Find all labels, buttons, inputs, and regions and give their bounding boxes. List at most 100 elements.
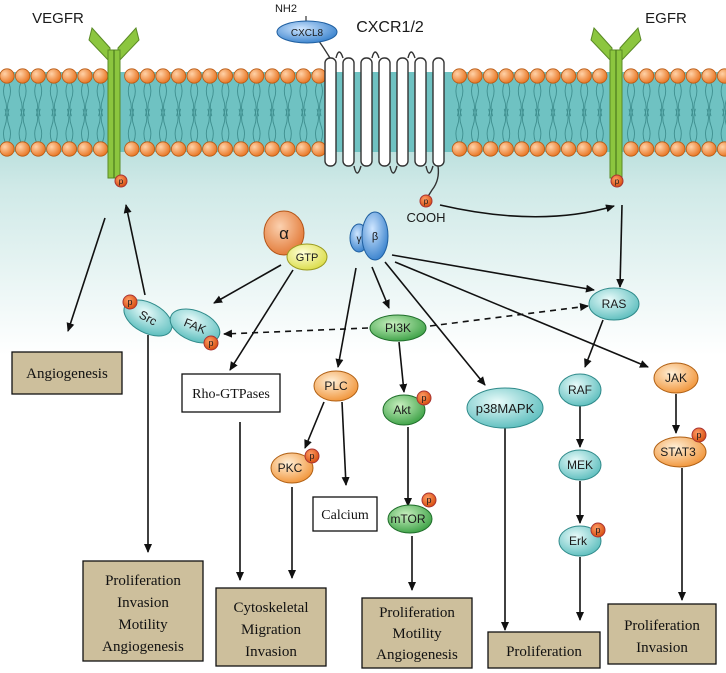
lipid-head xyxy=(295,68,311,84)
lipid-head xyxy=(451,68,467,84)
arrow-g-ras xyxy=(391,254,595,293)
lipid-tail xyxy=(3,83,11,117)
pkc-label: PKC xyxy=(278,461,303,475)
lipid-head xyxy=(623,141,639,157)
lipid-head xyxy=(77,68,93,84)
g-beta-subunit xyxy=(361,211,389,261)
arrow-gtp-rho xyxy=(229,269,294,371)
svg-text:p: p xyxy=(615,177,620,186)
cooh-label: COOH xyxy=(407,210,446,225)
svg-text:p: p xyxy=(208,338,213,348)
lipid-head xyxy=(155,141,171,157)
lipid-tail xyxy=(96,108,105,142)
outcome-box1: Proliferation Invasion Motility Angiogen… xyxy=(82,560,204,662)
lipid-head xyxy=(171,141,187,157)
p38-label: p38MAPK xyxy=(476,401,535,416)
phospho-egfr: p xyxy=(610,174,624,188)
lipid-tail xyxy=(159,108,167,142)
svg-text:p: p xyxy=(426,495,431,505)
egfr-label: EGFR xyxy=(645,10,687,27)
svg-text:p: p xyxy=(696,430,701,440)
vegfr-receptor xyxy=(88,26,140,179)
pi3k-label: PI3K xyxy=(385,321,411,335)
lipid-tail xyxy=(190,108,199,142)
lipid-head xyxy=(217,141,233,157)
ras-label: RAS xyxy=(602,297,627,311)
mtor-label: mTOR xyxy=(390,512,425,526)
node-jak: JAK xyxy=(653,362,699,394)
lipid-head xyxy=(498,141,514,157)
lipid-head xyxy=(592,68,608,84)
lipid-tail xyxy=(564,83,573,117)
lipid-head xyxy=(560,141,577,157)
box1-line2: Invasion xyxy=(117,595,169,611)
box2-line1: Cytoskeletal xyxy=(234,600,309,616)
lipid-head xyxy=(202,68,218,84)
lipid-tail xyxy=(159,83,167,117)
outcome-box4: Proliferation xyxy=(487,631,601,669)
lipid-head xyxy=(545,68,561,84)
lipid-head xyxy=(139,141,155,157)
lipid-tail xyxy=(283,83,292,117)
node-p38mapk: p38MAPK xyxy=(466,387,544,429)
node-pkc: PKC p xyxy=(270,448,320,484)
box2-line3: Invasion xyxy=(245,644,297,660)
lipid-head xyxy=(249,68,265,84)
arrow-g-plc xyxy=(335,267,357,368)
lipid-tail xyxy=(564,108,573,142)
box5-line2: Invasion xyxy=(636,640,688,656)
node-fak: FAK p xyxy=(169,308,221,351)
svg-text:p: p xyxy=(421,393,426,403)
lipid-tail xyxy=(627,83,635,117)
vegfr-label: VEGFR xyxy=(32,10,84,27)
lipid-head xyxy=(701,141,717,157)
lipid-tail xyxy=(174,83,183,117)
node-akt: Akt p xyxy=(382,390,432,426)
lipid-tail xyxy=(143,108,152,142)
lipid-tail xyxy=(34,83,43,117)
lipid-head xyxy=(186,141,202,157)
lipid-tail xyxy=(283,108,292,142)
lipid-tail xyxy=(237,108,245,142)
lipid-head xyxy=(15,141,31,157)
lipid-head xyxy=(295,141,311,157)
lipid-tail xyxy=(268,83,277,117)
svg-text:p: p xyxy=(595,525,600,535)
lipid-head xyxy=(217,68,233,84)
lipid-tail xyxy=(689,108,698,142)
beta-label: β xyxy=(372,231,378,243)
cxcl8-label: CXCL8 xyxy=(291,28,324,39)
egfr-receptor xyxy=(590,26,642,179)
lipid-tail xyxy=(174,108,183,142)
lipid-head xyxy=(202,141,218,157)
lipid-head xyxy=(280,141,296,157)
lipid-tail xyxy=(49,83,58,117)
lipid-tail xyxy=(3,108,11,142)
lipid-head xyxy=(186,68,202,84)
lipid-tail xyxy=(533,83,542,117)
outcome-box3: Proliferation Motility Angiogenesis xyxy=(361,597,473,669)
box3-line2: Motility xyxy=(392,626,442,642)
lipid-tail xyxy=(486,83,495,117)
lipid-tail xyxy=(720,83,726,117)
lipid-head xyxy=(264,141,280,157)
lipid-head xyxy=(592,141,608,157)
lipid-tail xyxy=(205,108,214,142)
lipid-tail xyxy=(627,108,635,142)
lipid-head xyxy=(623,68,639,84)
lipid-tail xyxy=(81,83,89,117)
lipid-tail xyxy=(143,83,152,117)
lipid-tail xyxy=(595,83,604,117)
lipid-head xyxy=(46,68,62,84)
phospho-cooh: p xyxy=(419,194,433,208)
lipid-head xyxy=(482,141,499,157)
lipid-head xyxy=(0,141,15,157)
node-raf: RAF xyxy=(558,373,602,407)
node-mek: MEK xyxy=(558,449,602,481)
rho-gtpases-box: Rho-GTPases xyxy=(181,373,281,413)
lipid-tail xyxy=(18,108,27,142)
lipid-head xyxy=(93,141,109,157)
lipid-tail xyxy=(252,83,261,117)
lipid-tail xyxy=(237,83,245,117)
alpha-label: α xyxy=(279,224,289,243)
